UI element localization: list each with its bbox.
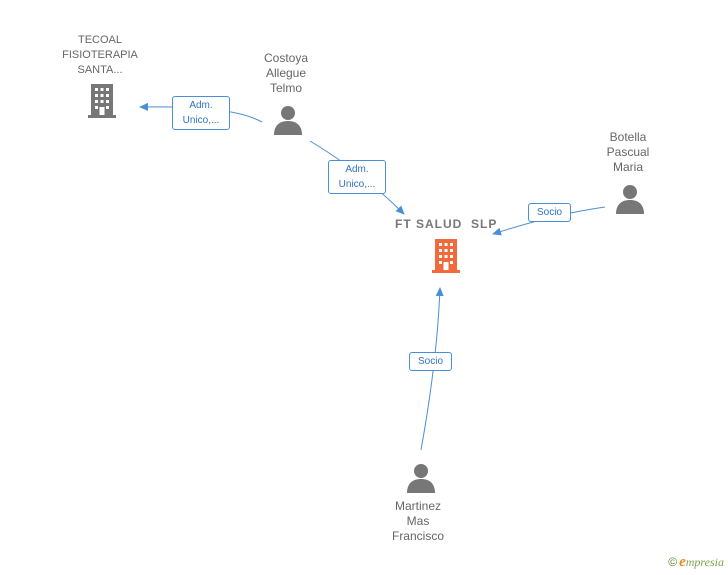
person-icon[interactable] (615, 184, 645, 214)
node-label-line: Allegue (265, 66, 307, 80)
empresia-logo: ©empresia (668, 554, 724, 571)
person-icon[interactable] (406, 463, 436, 493)
edge-label-line: Adm. (345, 164, 369, 175)
person-icon[interactable] (273, 105, 303, 135)
node-label-line: Francisco (391, 529, 444, 543)
edge-label-costoya-tecoal[interactable]: Adm. Unico,... (172, 96, 230, 130)
node-label-botella[interactable]: Botella Pascual Maria (578, 130, 678, 175)
building-icon[interactable] (430, 239, 462, 273)
node-label-costoya[interactable]: Costoya Allegue Telmo (236, 51, 336, 96)
center-company-label[interactable]: FT SALUD SLP (395, 217, 498, 231)
node-label-line: Costoya (263, 51, 309, 65)
edge-label-line: Unico,... (338, 179, 376, 190)
node-label-line: Botella (609, 130, 647, 144)
building-icon[interactable] (86, 84, 118, 118)
edge-label-martinez-center[interactable]: Socio (409, 352, 452, 371)
node-label-line: FISIOTERAPIA (62, 49, 138, 61)
node-label-line: Maria (612, 160, 643, 174)
node-label-line: TECOAL (77, 34, 122, 46)
node-label-line: Pascual (606, 145, 650, 159)
node-label-line: Martinez (394, 499, 441, 513)
node-label-martinez[interactable]: Martinez Mas Francisco (368, 499, 468, 544)
node-label-line: SANTA... (77, 64, 123, 76)
copyright-icon: © (668, 555, 678, 569)
edge-label-botella-center[interactable]: Socio (528, 203, 571, 222)
brand-name: mpresia (685, 555, 724, 569)
edge-label-line: Adm. (189, 100, 213, 111)
edge-label-costoya-center[interactable]: Adm. Unico,... (328, 160, 386, 194)
node-label-tecoal[interactable]: TECOAL FISIOTERAPIA SANTA... (40, 33, 160, 78)
node-label-line: Mas (406, 514, 430, 528)
brand-initial: e (679, 554, 686, 570)
node-label-line: Telmo (269, 81, 302, 95)
edge-label-line: Unico,... (182, 115, 220, 126)
